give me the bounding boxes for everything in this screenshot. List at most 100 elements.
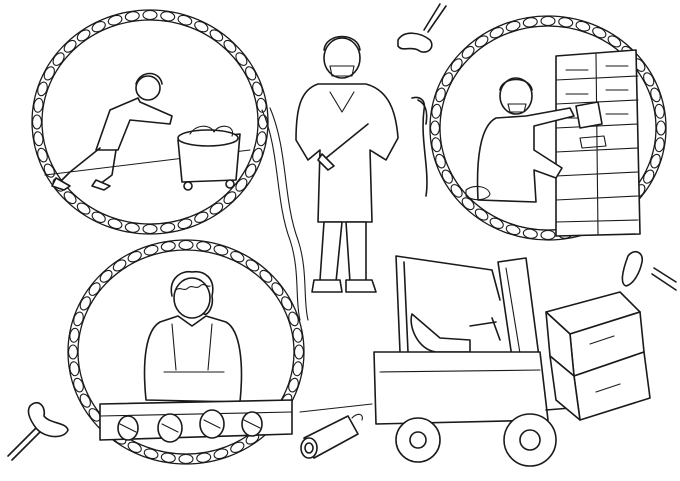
scene-conveyor [99,270,293,443]
scene-forklift [299,255,651,467]
sausage-link [196,452,212,463]
sausage-frame-bottom-left [67,239,305,465]
sausage-link [107,14,123,26]
sausage-link [31,114,43,130]
sausage-on-fork-left-icon [7,401,69,461]
sausage-link [505,224,521,236]
sausage-link [450,184,463,198]
sausage-link [293,344,305,360]
sausage-link [160,241,176,252]
sausage-link [431,137,442,153]
sausage-link [160,222,176,233]
sausage-link [292,361,303,377]
sausage-link [474,35,489,48]
sausage-link [252,147,263,163]
sausage-link [245,259,260,272]
sausage-link [143,448,159,460]
forklift-with-boxes-icon [299,255,651,467]
sausage-link [178,239,194,251]
sausage-link [213,244,229,256]
sausage-link [522,17,538,28]
butcher-with-knife-and-sausage-icon [295,35,428,293]
sausage-link [142,223,158,235]
sausage-link [33,131,44,147]
sausage-link [177,218,193,230]
sausage-link [592,27,607,39]
sausage-link [489,27,504,39]
sausage-link [292,327,303,343]
sausage-on-fork-icon [397,3,447,53]
sausage-conveyor-belt-icon [99,399,293,443]
sausage-link [650,153,661,169]
sausage-link [540,229,556,241]
sausage-link [489,217,504,229]
sausage-link [256,131,267,147]
sausage-link [107,218,123,230]
sausage-link [450,58,463,72]
worker-at-sausage-conveyor-icon [143,270,261,433]
scene-storage-rack [465,49,641,237]
sausage-link [209,202,224,215]
sausage-link [654,137,665,153]
sausage-link [435,153,446,169]
sausage-link [196,241,212,252]
sausage-link [441,72,453,87]
sausage-link [37,147,48,163]
sausage-slice-icon [300,413,363,459]
sausage-link [245,163,257,178]
sausage-link [76,202,91,215]
sausage-link [643,169,655,184]
sausage-link [37,81,48,97]
sausage-link [235,52,248,66]
sausage-link [213,448,229,460]
sausage-link [223,39,237,53]
sausage-link [209,29,224,42]
sausage-link [505,20,521,32]
sausage-link [63,191,77,205]
sausage-link [43,66,55,81]
sausage-link [271,282,284,296]
sausage-link [177,14,193,26]
sausage-link [281,296,293,311]
sausage-link [431,103,442,119]
sausage-link [540,15,556,27]
sausage-link [33,97,44,113]
sausage-link [558,17,574,28]
sausage-link [259,269,273,283]
sausage-link [43,163,55,178]
worker-at-storage-rack-icon [465,77,607,203]
sausage-link [654,103,665,119]
sausage-link [63,39,77,53]
sausage-link [223,191,237,205]
sausage-link [235,178,248,192]
sausage-link [194,21,209,33]
sausage-link [461,197,475,211]
meat-cart-icon [177,125,241,191]
storage-rack-icon [555,49,641,237]
sausage-link [142,9,158,21]
sausage-link [127,251,142,263]
sausage-link [429,120,441,136]
sausage-on-fork-right-icon [621,250,677,291]
sausage-link [127,441,142,453]
sausage-link [441,169,453,184]
sausage-link [67,344,79,360]
sausage-link [112,259,127,272]
sausage-link [607,35,622,48]
sausage-link [650,87,661,103]
sausage-link [655,120,667,136]
sausage-link [79,296,91,311]
sausage-link [522,228,538,239]
sausage-link [73,377,84,393]
sausage-frame-top-left [31,9,269,235]
sausage-link [288,311,299,327]
sausage-link [91,21,106,33]
sausage-link [69,327,80,343]
sausage-link [76,29,91,42]
sausage-chain-center [261,107,309,321]
sausage-link [252,81,263,97]
scene-pushing-cart [44,72,251,191]
sausage-link [575,20,591,32]
